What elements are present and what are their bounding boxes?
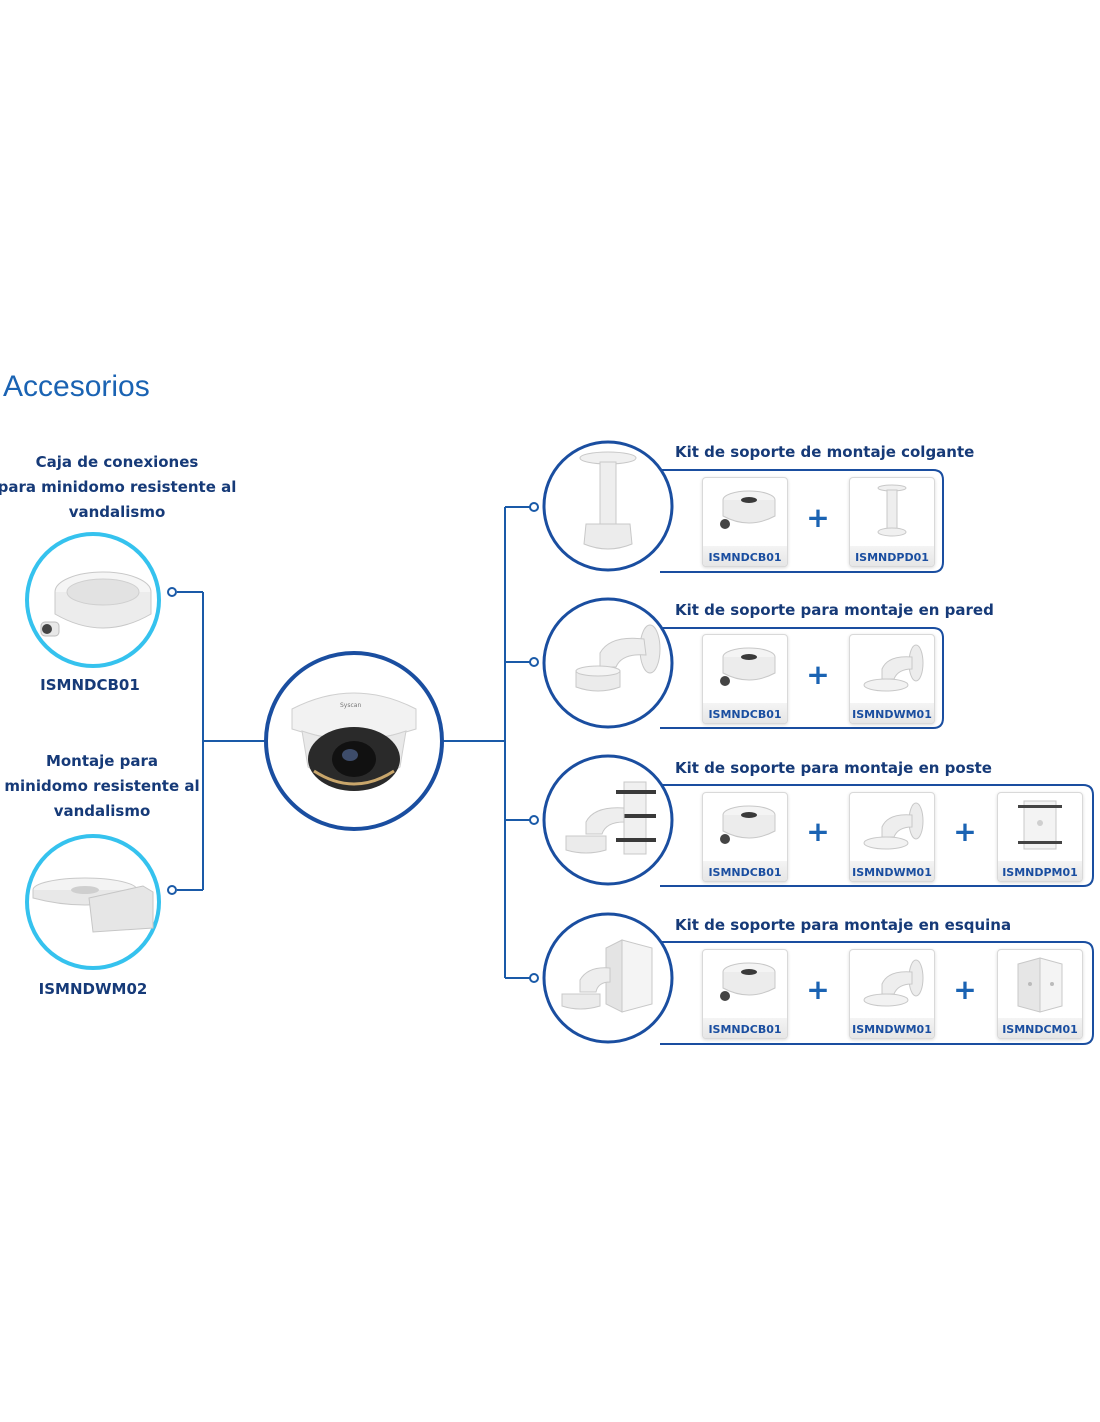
kit-1-title: Kit de soporte de montaje colgante xyxy=(675,443,975,461)
corner-adapter-icon xyxy=(1017,957,1063,1013)
caption-line: vandalismo xyxy=(53,802,151,820)
plus-icon: + xyxy=(806,973,830,1006)
pole-mount-icon xyxy=(542,754,674,886)
part-code: ISMNDCB01 xyxy=(708,866,782,879)
junction-box-icon xyxy=(720,805,776,844)
part-code: ISMNDWM01 xyxy=(852,708,932,721)
part-tile: ISMNDCB01 xyxy=(702,792,788,882)
part-code: ISMNDPM01 xyxy=(1002,866,1078,879)
part-tile: ISMNDPD01 xyxy=(849,477,935,567)
part-tile: ISMNDPM01 xyxy=(997,792,1083,882)
left-item-1-code: ISMNDCB01 xyxy=(40,676,140,694)
corner-mount-icon xyxy=(542,912,674,1044)
pendant-mount-icon xyxy=(542,440,674,572)
wall-mount-icon xyxy=(863,959,924,1007)
part-code: ISMNDWM01 xyxy=(852,1023,932,1036)
plus-icon: + xyxy=(806,501,830,534)
plus-icon: + xyxy=(806,658,830,691)
kit-4-title: Kit de soporte para montaje en esquina xyxy=(675,916,1012,934)
wall-mount-icon xyxy=(25,834,161,970)
kit-2-title: Kit de soporte para montaje en pared xyxy=(675,601,994,619)
part-tile: ISMNDCB01 xyxy=(702,634,788,724)
junction-box-icon xyxy=(25,532,161,668)
part-tile: ISMNDCM01 xyxy=(997,949,1083,1039)
left-item-2-caption: Montaje para minidomo resistente al vand… xyxy=(0,749,222,824)
page-title: Accesorios xyxy=(3,370,150,403)
caption-line: vandalismo xyxy=(68,503,166,521)
wall-mount-icon xyxy=(863,644,924,692)
part-code: ISMNDCB01 xyxy=(708,551,782,564)
plus-icon: + xyxy=(953,815,977,848)
caption-line: Montaje para xyxy=(45,752,159,770)
part-code: ISMNDCB01 xyxy=(708,708,782,721)
part-code: ISMNDWM01 xyxy=(852,866,932,879)
wall-mount-icon xyxy=(542,597,674,729)
junction-box-icon xyxy=(720,962,776,1001)
part-tile: ISMNDWM01 xyxy=(849,792,935,882)
left-item-2-code: ISMNDWM02 xyxy=(38,980,148,998)
part-code: ISMNDCB01 xyxy=(708,1023,782,1036)
part-tile: ISMNDWM01 xyxy=(849,949,935,1039)
caption-line: Caja de conexiones xyxy=(35,453,199,471)
camera-brand-text: Syscan xyxy=(340,702,361,709)
junction-box-icon xyxy=(720,647,776,686)
caption-line: minidomo resistente al xyxy=(4,777,200,795)
part-code: ISMNDPD01 xyxy=(855,551,929,564)
part-tile: ISMNDCB01 xyxy=(702,477,788,567)
kit-3-title: Kit de soporte para montaje en poste xyxy=(675,759,992,777)
part-tile: ISMNDCB01 xyxy=(702,949,788,1039)
left-item-1-caption: Caja de conexiones para minidomo resiste… xyxy=(0,450,237,525)
junction-box-icon xyxy=(720,490,776,529)
part-tile: ISMNDWM01 xyxy=(849,634,935,724)
dome-camera-icon: Syscan xyxy=(264,651,444,831)
part-code: ISMNDCM01 xyxy=(1002,1023,1078,1036)
plus-icon: + xyxy=(953,973,977,1006)
wall-mount-icon xyxy=(863,802,924,850)
plus-icon: + xyxy=(806,815,830,848)
pendant-mount-icon xyxy=(877,484,907,537)
pole-adapter-icon xyxy=(1018,800,1062,850)
caption-line: para minidomo resistente al xyxy=(0,478,237,496)
